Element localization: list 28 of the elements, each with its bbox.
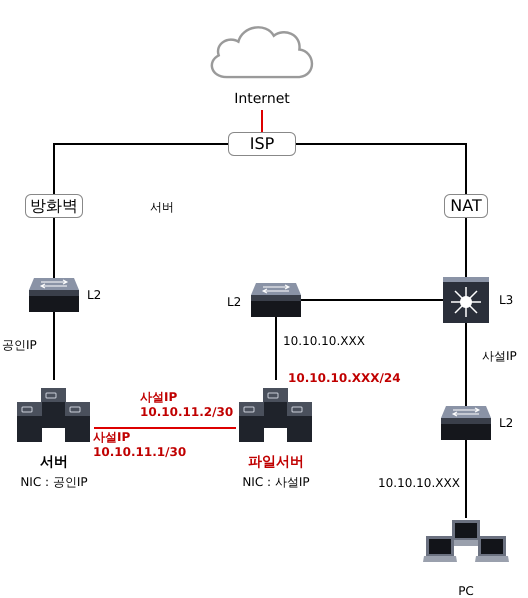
connection-line <box>261 110 263 132</box>
device-label: L3 <box>499 292 514 309</box>
device-note: NIC : 공인IP <box>20 474 88 491</box>
connection-line <box>53 312 55 380</box>
cloud-label: Internet <box>234 90 290 109</box>
connection-line <box>465 323 467 406</box>
device-name: PC <box>458 583 474 598</box>
connection-line <box>275 317 277 380</box>
device-note: NIC : 사설IP <box>242 474 310 491</box>
device-label: L2 <box>227 294 242 311</box>
connection-line <box>53 218 55 278</box>
label-box: ISP <box>228 132 296 156</box>
device-name: 서버 <box>40 453 68 472</box>
label-box: 방화벽 <box>25 194 83 218</box>
device-label: L2 <box>87 287 102 304</box>
connection-line <box>94 427 236 429</box>
device-name: 파일서버 <box>248 453 304 472</box>
connection-line <box>53 143 228 194</box>
label-box: NAT <box>444 194 488 218</box>
annotation-text: 사설IP 10.10.11.1/30 <box>93 430 188 460</box>
annotation-text: 10.10.10.XXX/24 <box>288 370 402 387</box>
device-label: L2 <box>499 415 514 432</box>
annotation-text: 서버 <box>150 199 175 216</box>
annotation-text: 사설IP 10.10.11.2/30 <box>140 390 234 420</box>
connection-line <box>465 218 467 277</box>
connection-line <box>465 440 467 518</box>
connection-line <box>301 299 443 301</box>
connection-line <box>296 143 467 194</box>
